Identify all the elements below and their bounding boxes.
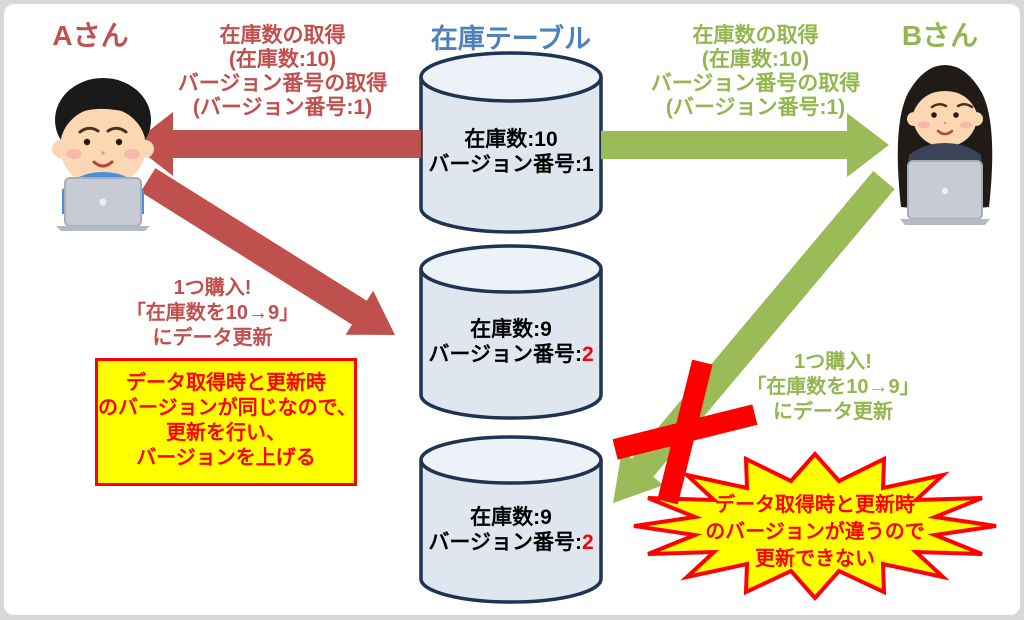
purchase-label-b-line1: 1つ購入! [794, 351, 872, 373]
db-state3-text: 在庫数:9 バージョン番号:2 [421, 505, 601, 555]
db-cylinder-state3 [419, 435, 603, 604]
conflict-note-line3: 更新できない [755, 548, 875, 570]
fetch-arrow-b [601, 113, 889, 177]
actor-a-label: Aさん [52, 20, 129, 51]
db-cylinder-state2 [419, 244, 603, 420]
db-state1-version-line: バージョン番号:1 [421, 152, 601, 177]
rejected-x-icon [612, 359, 758, 505]
purchase-label-a-line3: にデータ更新 [152, 327, 273, 349]
db-state2-stock: 在庫数:9 [470, 318, 552, 341]
db-state1-version-prefix: バージョン番号: [428, 153, 582, 176]
db-state3-version-line: バージョン番号:2 [421, 530, 601, 555]
fetch-label-b: 在庫数の取得 (在庫数:10) バージョン番号の取得 (バージョン番号:1) [643, 24, 868, 120]
purchase-label-a: 1つ購入! 「在庫数を10→9」 にデータ更新 [105, 276, 320, 351]
update-arrow-a [140, 168, 395, 335]
actor-b-label: Bさん [901, 20, 979, 51]
db-state1-stock: 在庫数:10 [464, 128, 558, 151]
table-title: 在庫テーブル [430, 24, 592, 54]
db-state3-version-prefix: バージョン番号: [428, 531, 582, 554]
purchase-label-b-line2: 「在庫数を10→9」 [746, 376, 920, 398]
fetch-label-b-line2: (在庫数:10) [701, 48, 810, 71]
success-note-line3: 更新を行い、 [166, 422, 286, 444]
purchase-label-a-line2: 「在庫数を10→9」 [125, 302, 300, 324]
db-state2-version: 2 [581, 343, 594, 366]
conflict-starburst [633, 450, 997, 602]
db-state2-version-line: バージョン番号:2 [421, 342, 601, 367]
db-state1-text: 在庫数:10 バージョン番号:1 [421, 127, 601, 177]
person-b-illustration [897, 65, 993, 225]
purchase-label-a-line1: 1つ購入! [173, 277, 252, 299]
db-state2-text: 在庫数:9 バージョン番号:2 [421, 317, 601, 367]
fetch-label-b-line4: (バージョン番号:1) [665, 96, 846, 119]
db-state3-version: 2 [581, 531, 594, 554]
success-note-box: データ取得時と更新時 のバージョンが同じなので、 更新を行い、 バージョンを上げ… [95, 358, 357, 486]
purchase-label-b: 1つ購入! 「在庫数を10→9」 にデータ更新 [733, 350, 933, 425]
success-note-line1: データ取得時と更新時 [126, 372, 326, 394]
fetch-label-a-line4: (バージョン番号:1) [192, 96, 373, 119]
fetch-label-a-line3: バージョン番号の取得 [177, 72, 388, 95]
conflict-note-line1: データ取得時と更新時 [715, 494, 915, 516]
db-state1-version: 1 [581, 153, 594, 176]
fetch-arrow-a [132, 112, 421, 176]
conflict-note-text: データ取得時と更新時 のバージョンが違うので 更新できない [672, 492, 958, 573]
purchase-label-b-line3: にデータ更新 [773, 401, 893, 423]
success-note-line4: バージョンを上げる [136, 447, 316, 469]
fetch-label-b-line1: 在庫数の取得 [692, 24, 819, 47]
db-state2-version-prefix: バージョン番号: [428, 343, 582, 366]
person-a-illustration [52, 78, 154, 231]
update-arrow-b [613, 171, 895, 503]
fetch-label-a-line2: (在庫数:10) [228, 48, 337, 71]
success-note-line2: のバージョンが同じなので、 [98, 397, 357, 419]
conflict-note-line2: のバージョンが違うので [705, 521, 925, 543]
db-cylinder-state1 [419, 51, 603, 234]
fetch-label-a: 在庫数の取得 (在庫数:10) バージョン番号の取得 (バージョン番号:1) [170, 24, 395, 120]
fetch-label-b-line3: バージョン番号の取得 [650, 72, 861, 95]
fetch-label-a-line1: 在庫数の取得 [219, 24, 346, 47]
db-state3-stock: 在庫数:9 [470, 506, 552, 529]
